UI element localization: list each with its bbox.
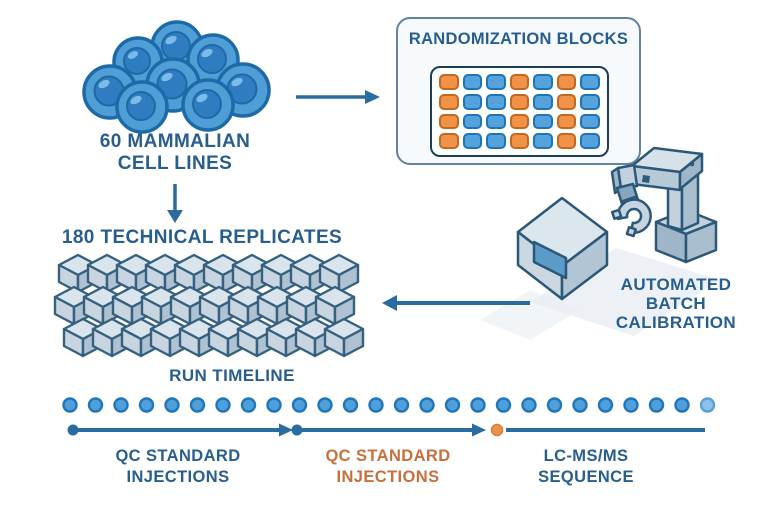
well-1-1	[439, 74, 459, 90]
cells-label-line1: 60 MAMMALIAN	[99, 131, 251, 152]
robot-scene-illustration	[382, 146, 720, 340]
well-2-6	[556, 93, 577, 110]
segment-2-label-line2: INJECTIONS	[336, 468, 440, 486]
calibration-box-icon	[516, 196, 609, 301]
segment-1-label-line1: QC STANDARD	[115, 447, 241, 465]
replicates-label: 180 TECHNICAL REPLICATES	[61, 227, 343, 248]
segment-1-label: QC STANDARD INJECTIONS	[86, 446, 270, 488]
robot-arm-icon	[610, 146, 718, 264]
segment-2-label-line1: QC STANDARD	[325, 447, 451, 465]
well-2-3	[486, 93, 506, 110]
arrow-right-icon	[296, 90, 380, 104]
well-4-3	[486, 133, 506, 149]
well-3-3	[486, 113, 506, 130]
randomization-title: RANDOMIZATION BLOCKS	[408, 30, 629, 48]
robot-label: AUTOMATED BATCH CALIBRATION	[596, 275, 756, 332]
well-3-5	[533, 113, 553, 130]
segment-2-arrow	[291, 423, 486, 437]
gripper-claw-icon	[616, 198, 652, 234]
well-3-6	[556, 113, 577, 130]
well-1-3	[486, 74, 506, 90]
well-1-5	[533, 74, 553, 90]
replicate-cubes	[53, 253, 365, 358]
injection-dots	[62, 397, 716, 413]
well-1-2	[462, 74, 483, 90]
timeline-dots	[62, 397, 716, 413]
segment-3-label: LC-MS/MS SEQUENCE	[494, 446, 678, 488]
well-2-4	[509, 93, 530, 110]
timeline-arrows	[67, 423, 705, 437]
well-4-2	[462, 133, 483, 149]
cell-icon	[82, 20, 271, 134]
well-2-1	[439, 93, 459, 110]
well-2-5	[533, 93, 553, 110]
well-plate	[430, 66, 609, 157]
well-4-6	[556, 133, 577, 149]
robot-label-line1: AUTOMATED	[620, 275, 732, 294]
segment-3-line	[490, 423, 705, 437]
robot-label-line2: BATCH	[645, 294, 707, 313]
segment-1-label-line2: INJECTIONS	[126, 468, 230, 486]
well-2-2	[462, 93, 483, 110]
segment-1-arrow	[67, 423, 293, 437]
cells-label-line2: CELL LINES	[117, 153, 233, 174]
segment-3-label-line1: LC-MS/MS	[543, 447, 629, 465]
robot-shadow	[530, 248, 720, 336]
arrow-down-icon	[167, 184, 183, 223]
well-1-4	[509, 74, 530, 90]
well-3-4	[509, 113, 530, 130]
well-4-4	[509, 133, 530, 149]
robot-label-line3: CALIBRATION	[615, 313, 737, 332]
well-4-7	[580, 133, 600, 149]
cell-cluster-illustration	[82, 20, 271, 134]
segment-2-label: QC STANDARD INJECTIONS	[296, 446, 480, 488]
well-2-7	[580, 93, 600, 110]
timeline-title: RUN TIMELINE	[169, 366, 295, 385]
segment-3-label-line2: SEQUENCE	[538, 468, 634, 486]
well-1-6	[556, 74, 577, 90]
well-1-7	[580, 74, 600, 90]
well-3-1	[439, 113, 459, 130]
box-shadow	[480, 290, 580, 340]
cube-stack-illustration	[53, 253, 365, 358]
arrow-left-icon	[382, 295, 530, 311]
well-3-2	[462, 113, 483, 130]
randomization-panel: RANDOMIZATION BLOCKS	[396, 17, 641, 165]
well-3-7	[580, 113, 600, 130]
well-4-1	[439, 133, 459, 149]
well-4-5	[533, 133, 553, 149]
cells-label: 60 MAMMALIAN CELL LINES	[75, 131, 275, 175]
